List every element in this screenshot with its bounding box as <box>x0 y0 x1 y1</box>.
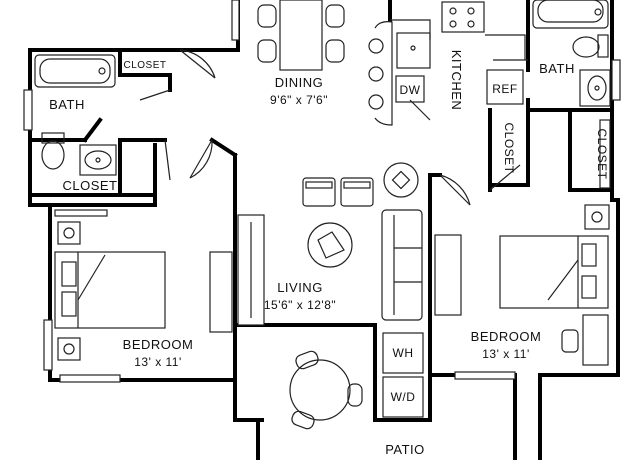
patio-label: PATIO <box>385 442 425 457</box>
bath-left-label: BATH <box>49 97 85 112</box>
walls <box>28 0 620 460</box>
dining-table <box>257 0 345 71</box>
left-bath-fixtures <box>34 54 117 176</box>
dining-label: DINING <box>275 75 324 90</box>
patio-furniture <box>289 332 424 430</box>
dishwasher-label: DW <box>400 83 421 97</box>
living-furniture <box>302 162 423 321</box>
dining-dims: 9'6" x 7'6" <box>270 93 328 107</box>
room-labels: DINING 9'6" x 7'6" KITCHEN LIVING 15'6" … <box>49 50 575 457</box>
closet-right-b-label: CLOSET <box>595 128 609 179</box>
windows <box>23 0 621 383</box>
washer-dryer-label: W/D <box>391 390 416 404</box>
fixture-labels: DW REF WH W/D <box>391 69 524 404</box>
left-bedroom-furniture <box>54 209 233 361</box>
right-bedroom-furniture <box>434 119 611 366</box>
bedroom-right-dims: 13' x 11' <box>482 347 530 361</box>
closet-right-a-label: CLOSET <box>502 122 516 173</box>
door-swings <box>139 49 521 206</box>
bath-right-label: BATH <box>539 61 575 76</box>
bedroom-left-dims: 13' x 11' <box>134 355 182 369</box>
living-dims: 15'6" x 12'8" <box>264 298 336 312</box>
kitchen-label: KITCHEN <box>449 50 464 111</box>
closet-small-label: CLOSET <box>123 60 166 71</box>
right-bath-fixtures <box>532 0 611 107</box>
living-label: LIVING <box>277 280 323 295</box>
water-heater-label: WH <box>393 346 414 360</box>
refrigerator-label: REF <box>492 82 518 96</box>
bedroom-left-label: BEDROOM <box>123 337 194 352</box>
closet-labels: CLOSET CLOSET CLOSET CLOSET <box>62 60 609 193</box>
closet-left-label: CLOSET <box>62 178 117 193</box>
kitchen-fixtures <box>368 1 528 126</box>
bedroom-right-label: BEDROOM <box>471 329 542 344</box>
